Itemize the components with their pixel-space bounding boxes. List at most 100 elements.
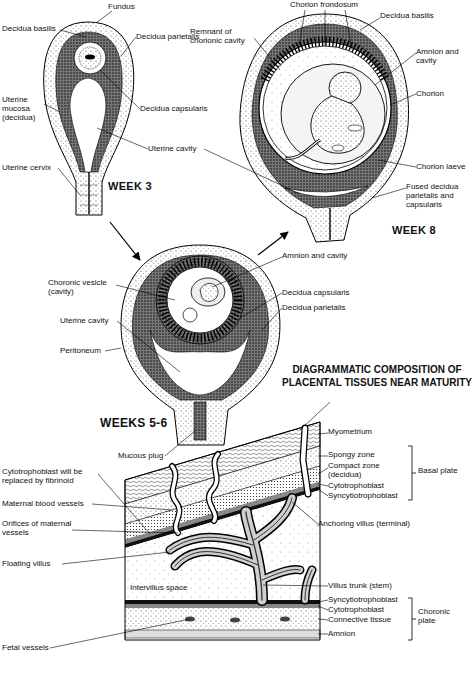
part-label: Decidua capsularis: [140, 105, 208, 114]
part-label: Peritoneum: [60, 347, 101, 356]
chorionic-villus: [305, 570, 312, 600]
uterus-week3: [74, 42, 106, 74]
leader-line: [375, 53, 416, 85]
leader-line: [117, 321, 180, 372]
part-label: Uterine cervix: [2, 164, 51, 173]
chorionic-villus: [175, 552, 258, 566]
uterus-weeks5-6: [200, 283, 218, 301]
leader-line: [97, 128, 148, 149]
part-label: Floating villus: [2, 560, 50, 569]
part-label: Villus trunk (stem): [328, 582, 392, 591]
uterus-weeks5-6: [191, 278, 225, 306]
part-label: Chorion laeve: [416, 163, 465, 172]
leader-line: [298, 10, 352, 52]
leader-line: [318, 433, 328, 434]
layer-label: Compact zone (decidua): [328, 462, 398, 480]
stage-label: WEEK 3: [108, 180, 152, 192]
layer-label: Connective tissue: [328, 616, 391, 625]
leader-line: [262, 308, 282, 330]
leader-line: [318, 634, 328, 635]
leader-line: [300, 402, 330, 430]
uterus-week3: [85, 55, 95, 60]
leader-line: [318, 468, 328, 474]
uterus-week3: [88, 172, 89, 214]
leader-line: [96, 11, 112, 23]
leader-line: [72, 530, 178, 533]
stage-arrow: [110, 222, 288, 260]
chorionic-villus: [170, 537, 253, 550]
layer-label: Syncytiotrophoblast: [328, 596, 398, 605]
bracket: [408, 598, 416, 640]
part-label: Amnion and cavity: [416, 48, 472, 66]
note-label: Cytotrophoblast will be replaced by fibr…: [2, 468, 114, 486]
uterus-week3: [70, 78, 106, 172]
uterus-week8: [329, 208, 330, 240]
maternal-vessel: [303, 428, 308, 494]
uterus-weeks5-6: [194, 402, 206, 440]
maternal-vessel: [172, 466, 179, 533]
chorionic-villus: [262, 569, 300, 580]
part-label: Amnion and cavity: [282, 252, 347, 261]
leader-line: [263, 585, 328, 586]
placenta-section: [125, 630, 320, 638]
part-label: Fundus: [108, 3, 135, 12]
uterus-week8: [285, 140, 320, 158]
layer-label: Syncytiotrophoblast: [328, 492, 398, 501]
part-label: Uterine cavity: [60, 317, 108, 326]
chorionic-villus: [170, 537, 253, 550]
region-label: Intervillus space: [130, 584, 187, 593]
part-label: Uterine mucosa (decidua): [2, 96, 44, 123]
chorionic-villus: [254, 498, 292, 540]
chorionic-villus: [170, 498, 312, 600]
uterus-weeks5-6: [132, 255, 268, 400]
leader-line: [240, 293, 282, 318]
part-label: Anchoring villus (terminal): [318, 520, 410, 529]
chorionic-villus: [262, 569, 300, 580]
chorionic-villus: [246, 512, 262, 600]
uterus-week8: [240, 14, 409, 242]
uterus-week8: [259, 42, 391, 174]
uterus-weeks5-6: [121, 245, 280, 445]
part-label: Maternal blood vessels: [2, 500, 84, 509]
part-label: Decidua basilis: [380, 12, 434, 21]
leader-line: [165, 430, 196, 456]
leader-line: [44, 10, 416, 648]
maternal-vessel: [209, 454, 218, 521]
chorionic-villus: [305, 570, 312, 600]
leader-line: [318, 606, 328, 610]
placenta-section: [125, 490, 320, 600]
leader-line: [92, 504, 172, 510]
chorionic-villus: [254, 498, 292, 540]
part-label: Choronic vesicle (cavity): [48, 279, 118, 297]
maternal-vessel: [209, 454, 218, 521]
chorionic-villus: [170, 537, 253, 550]
maternal-vessel: [303, 428, 308, 494]
uterus-week8: [348, 125, 362, 131]
chorionic-villus: [305, 570, 312, 600]
bracket-label: Basal plate: [418, 467, 458, 476]
chorionic-villus: [262, 569, 300, 580]
leader-line: [50, 619, 190, 648]
bracket: [408, 446, 416, 640]
leader-line: [360, 18, 380, 30]
part-label: Uterine cavity: [148, 145, 196, 154]
chorionic-villus: [175, 552, 258, 566]
leader-line: [212, 257, 282, 287]
uterus-weeks5-6: [167, 267, 233, 333]
uterus-week8: [281, 64, 385, 164]
part-label: Chorion frondosum: [290, 1, 358, 10]
part-label: Decidua parietalis: [282, 304, 346, 313]
leader-line: [254, 38, 280, 70]
leader-line: [390, 94, 416, 105]
uterus-week3: [79, 47, 101, 69]
leader-line: [204, 149, 300, 194]
layer-label: Cytotrophoblast: [328, 482, 384, 491]
stage-arrow: [110, 222, 140, 260]
chorionic-villus: [175, 552, 258, 566]
placenta-section: [230, 618, 240, 623]
uterus-week8: [285, 186, 368, 197]
leader-line: [62, 552, 170, 564]
placenta-section: [125, 604, 320, 608]
placenta-section: [125, 600, 320, 604]
bracket: [408, 446, 416, 500]
